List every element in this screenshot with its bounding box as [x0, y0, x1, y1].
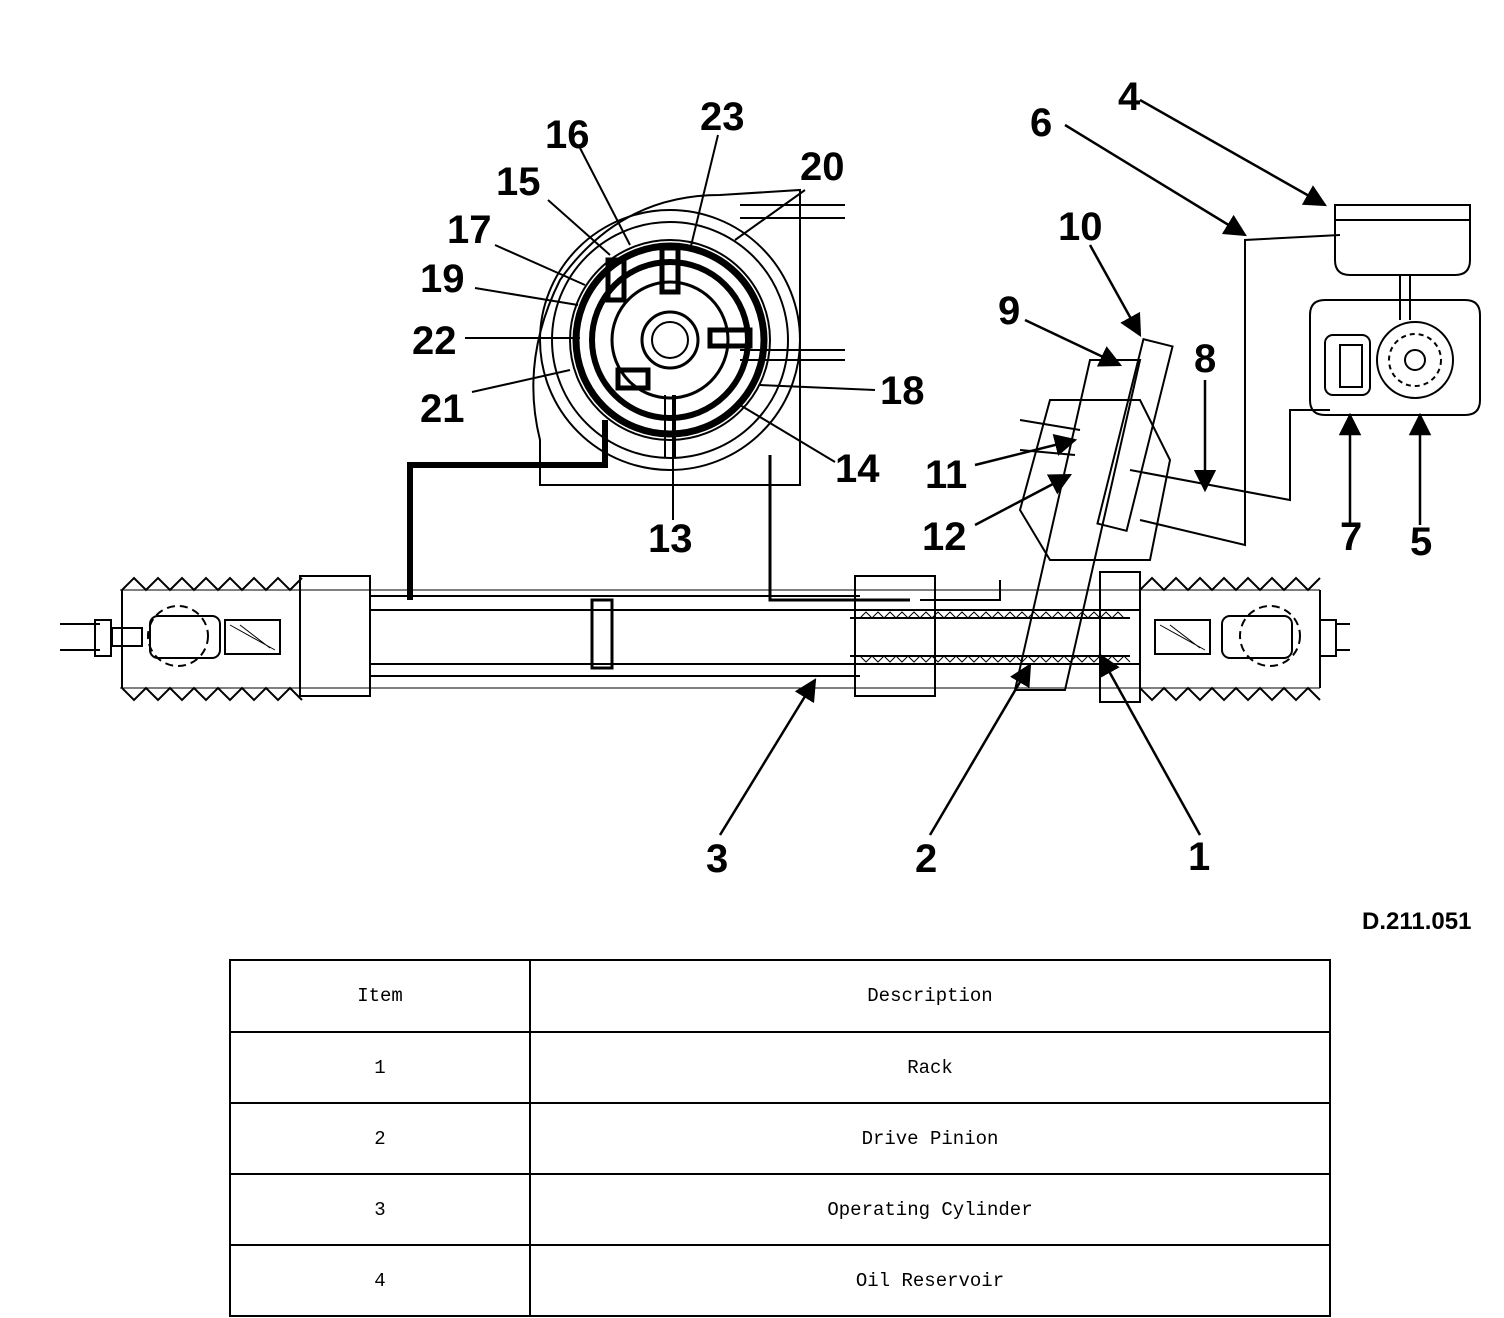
rotary-valve-housing — [407, 188, 910, 602]
callout-21: 21 — [420, 387, 465, 431]
callout-6: 6 — [1030, 101, 1052, 145]
parts-table: Item Description 1 Rack 2 Drive Pinion 3… — [229, 959, 1331, 1317]
table-row: 2 Drive Pinion — [229, 1102, 1331, 1175]
callout-9: 9 — [998, 289, 1020, 333]
callout-12: 12 — [922, 515, 967, 559]
item-number: 1 — [229, 1031, 531, 1104]
description-column-header: Description — [529, 959, 1331, 1033]
callout-1: 1 — [1188, 835, 1210, 879]
callout-3: 3 — [706, 837, 728, 881]
steering-rack-diagram: 1 2 3 4 5 6 7 8 9 10 11 12 13 14 15 16 1… — [60, 75, 1481, 881]
callout-16: 16 — [545, 113, 590, 157]
figure-reference: D.211.051 — [1362, 908, 1472, 935]
table-header-row: Item Description — [229, 959, 1331, 1033]
item-number: 3 — [229, 1173, 531, 1246]
callout-labels: 1 2 3 4 5 6 7 8 9 10 11 12 13 14 15 16 1… — [412, 75, 1432, 881]
callout-4: 4 — [1118, 75, 1141, 119]
item-number: 2 — [229, 1102, 531, 1175]
item-description: Drive Pinion — [529, 1102, 1331, 1175]
callout-20: 20 — [800, 145, 845, 189]
callout-14: 14 — [835, 447, 880, 491]
callout-8: 8 — [1194, 337, 1216, 381]
callout-5: 5 — [1410, 520, 1432, 564]
callout-17: 17 — [447, 208, 492, 252]
callout-18: 18 — [880, 369, 925, 413]
callout-7: 7 — [1340, 515, 1362, 559]
callout-22: 22 — [412, 319, 457, 363]
table-row: 1 Rack — [229, 1031, 1331, 1104]
callout-10: 10 — [1058, 205, 1103, 249]
callout-23: 23 — [700, 95, 745, 139]
callout-2: 2 — [915, 837, 937, 881]
callout-11: 11 — [925, 453, 967, 497]
rack-assembly — [60, 571, 1350, 703]
item-description: Oil Reservoir — [529, 1244, 1331, 1317]
callout-13: 13 — [648, 517, 693, 561]
item-description: Operating Cylinder — [529, 1173, 1331, 1246]
callout-19: 19 — [420, 257, 465, 301]
callout-leaders — [465, 98, 1432, 836]
table-row: 3 Operating Cylinder — [229, 1173, 1331, 1246]
reservoir-and-pump — [1309, 204, 1481, 416]
item-description: Rack — [529, 1031, 1331, 1104]
item-number: 4 — [229, 1244, 531, 1317]
callout-15: 15 — [496, 160, 541, 204]
table-row: 4 Oil Reservoir — [229, 1244, 1331, 1317]
item-column-header: Item — [229, 959, 531, 1033]
